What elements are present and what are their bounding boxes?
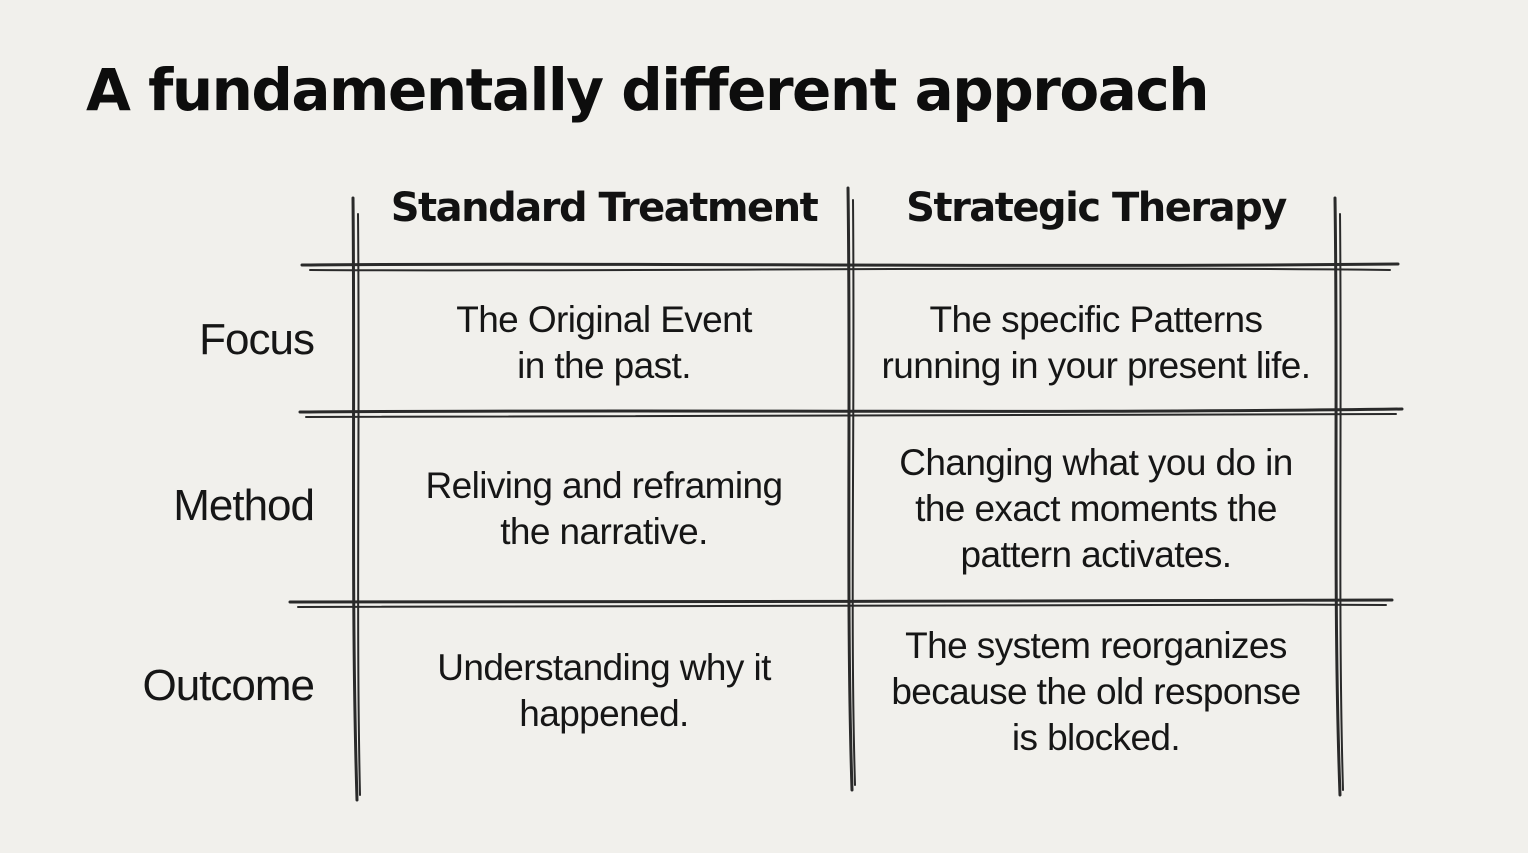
- cell-line: the exact moments the: [915, 488, 1277, 530]
- cell-line: Changing what you do in: [899, 442, 1293, 484]
- row-label-method: Method: [173, 481, 315, 530]
- cell-line: the narrative.: [500, 511, 708, 552]
- slide-title: A fundamentally different approach: [86, 56, 1210, 124]
- cell-method-standard: Reliving and reframing the narrative.: [362, 424, 846, 594]
- cell-line: running in your present life.: [881, 345, 1312, 386]
- cell-focus-strategic: The specific Patterns running in your pr…: [860, 278, 1332, 408]
- cell-focus-standard: The Original Event in the past.: [362, 278, 846, 408]
- cell-line: because the old response: [891, 671, 1301, 713]
- cell-line: Understanding why it: [437, 647, 771, 689]
- cell-line: is blocked.: [1011, 716, 1181, 758]
- row-label-focus: Focus: [199, 315, 315, 364]
- column-header-strategic-therapy: Strategic Therapy: [906, 185, 1287, 231]
- cell-outcome-strategic: The system reorganizes because the old r…: [860, 612, 1332, 772]
- cell-line: The system reorganizes: [905, 625, 1287, 667]
- cell-line: happened.: [519, 693, 689, 734]
- cell-line: The Original Event: [456, 299, 752, 341]
- cell-line: in the past.: [517, 345, 691, 386]
- cell-outcome-standard: Understanding why it happened.: [362, 616, 846, 766]
- cell-line: The specific Patterns: [929, 299, 1263, 341]
- column-header-standard-treatment: Standard Treatment: [390, 185, 819, 231]
- cell-line: pattern activates.: [960, 533, 1233, 575]
- row-label-outcome: Outcome: [142, 661, 315, 710]
- cell-method-strategic: Changing what you do in the exact moment…: [860, 424, 1332, 594]
- cell-line: Reliving and reframing: [425, 465, 784, 507]
